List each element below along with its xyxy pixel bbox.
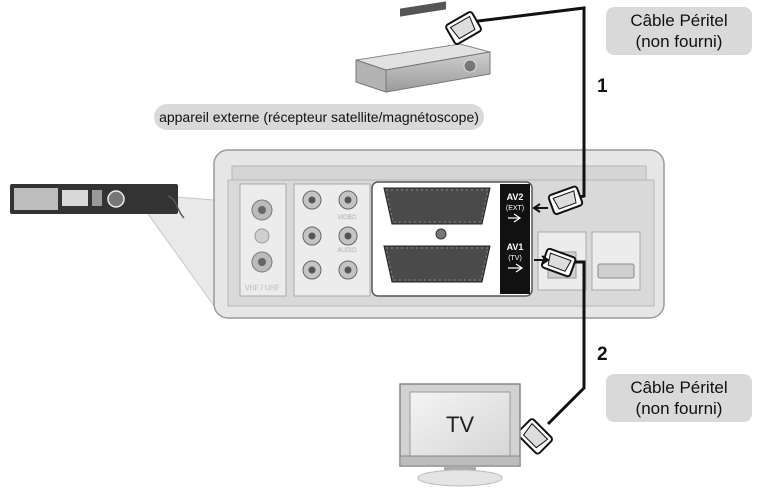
cable-label-bottom-line2: (non fourni) [635, 399, 723, 418]
tv-icon: TV [399, 383, 521, 487]
cable-label-top-line1: Câble Péritel [630, 11, 728, 30]
av2-connection-arrow [532, 203, 548, 213]
av2-port-sublabel: (EXT) [506, 205, 524, 212]
external-device-label: appareil externe (récepteur satellite/ma… [154, 104, 484, 130]
video-label: VIDEO [338, 215, 357, 221]
external-device-icon [355, 1, 491, 93]
output-arrow-icon [508, 263, 524, 273]
dvd-recorder-icon [10, 184, 185, 219]
scart-block: AV2 (EXT) AV1 (TV) [371, 181, 533, 297]
audio-label: AUDIO [337, 248, 356, 254]
av1-connection-arrow [534, 255, 550, 265]
av1-port-label: AV1 [507, 242, 524, 252]
av1-port-sublabel: (TV) [508, 255, 522, 262]
scart-plug-top [445, 11, 482, 45]
cable-label-top-line2: (non fourni) [635, 32, 723, 51]
cable-label-top: Câble Péritel (non fourni) [606, 7, 752, 55]
step-2-label: 2 [597, 344, 608, 365]
step-1-label: 1 [597, 76, 608, 97]
cable-label-bottom: Câble Péritel (non fourni) [606, 374, 752, 422]
scart-plug-av1 [541, 247, 577, 278]
input-arrow-icon [508, 213, 522, 223]
scart-plug-bottom [516, 418, 553, 455]
cable-2 [546, 260, 586, 426]
cable-label-bottom-line1: Câble Péritel [630, 378, 728, 397]
vhf-uhf-label: VHF / UHF [245, 285, 279, 292]
tv-label: TV [446, 412, 474, 437]
scart-plug-av2 [547, 185, 584, 215]
antenna-port-block: VHF / UHF [239, 183, 287, 297]
rear-panel: VHF / UHF VIDEO AUDIO AV2 (EXT) AV1 [213, 149, 665, 319]
av2-port-label: AV2 [507, 192, 524, 202]
av-jacks-block: VIDEO AUDIO [293, 183, 371, 297]
